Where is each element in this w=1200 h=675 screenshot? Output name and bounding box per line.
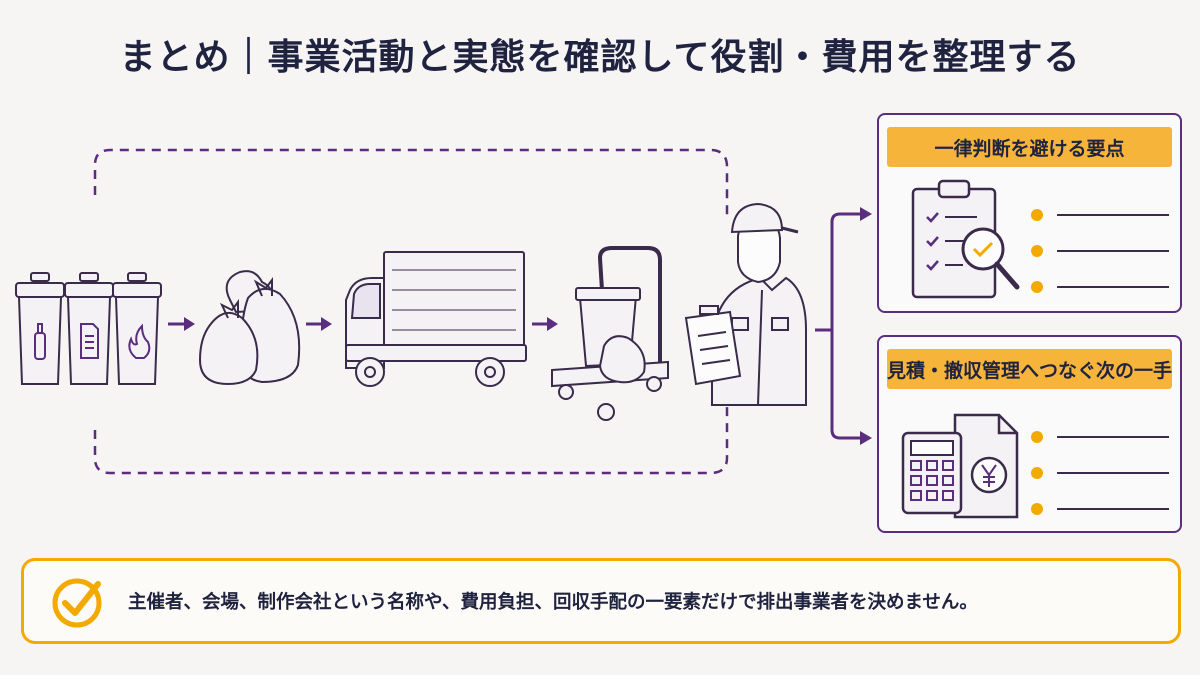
bin-1 (15, 272, 65, 385)
document-icon (80, 323, 99, 359)
bag-left (198, 311, 259, 386)
bin-cart (551, 246, 669, 421)
summary-box: 主催者、会場、制作会社という名称や、費用負担、回収手配の一要素だけで排出事業者を… (21, 558, 1181, 644)
panel-label-key-points: 一律判断を避ける要点 (887, 127, 1172, 167)
bottle-icon (34, 323, 46, 360)
page-title: まとめ｜事業活動と実態を確認して役割・費用を整理する (119, 37, 1081, 78)
next-step-bullets (1031, 419, 1169, 527)
branch-connector (815, 207, 872, 445)
worker-cap (730, 202, 784, 234)
sorted-trash-bins (15, 272, 162, 385)
next-step-panel: 見積・撤収管理へつなぐ次の一手 (877, 335, 1182, 533)
truck-windshield (350, 283, 381, 319)
branch-arrow-top (860, 207, 872, 221)
dashed-loop-bottom (93, 405, 729, 475)
branch-arrow-bottom (860, 431, 872, 445)
dashed-loop-top (93, 148, 729, 215)
collection-truck (345, 251, 527, 387)
flame-icon (128, 323, 151, 359)
bullet-item (1031, 269, 1169, 305)
worker-with-clipboard (684, 202, 807, 406)
key-points-bullets (1031, 197, 1169, 305)
bin-2 (64, 272, 114, 385)
bullet-item (1031, 419, 1169, 455)
arrow-1 (168, 317, 195, 331)
summary-text: 主催者、会場、制作会社という名称や、費用負担、回収手配の一要素だけで排出事業者を… (128, 592, 978, 613)
cart-bag (598, 335, 646, 384)
arrow-2 (306, 317, 332, 331)
garbage-bags (198, 270, 301, 386)
panel-label-next-step: 見積・撤収管理へつなぐ次の一手 (887, 349, 1172, 389)
bullet-item (1031, 491, 1169, 527)
arrow-3 (532, 317, 558, 331)
calculator-yen-document-icon (901, 413, 1019, 519)
cart-handle (597, 246, 662, 362)
bullet-item (1031, 455, 1169, 491)
bullet-item (1031, 197, 1169, 233)
checklist-magnifier-icon (911, 179, 1020, 299)
bullet-item (1031, 233, 1169, 269)
key-points-panel: 一律判断を避ける要点 (877, 113, 1182, 313)
check-circle-icon (52, 578, 102, 628)
truck-cargo-box (383, 251, 525, 357)
bin-3 (112, 272, 162, 385)
flow-arrows (168, 317, 558, 331)
